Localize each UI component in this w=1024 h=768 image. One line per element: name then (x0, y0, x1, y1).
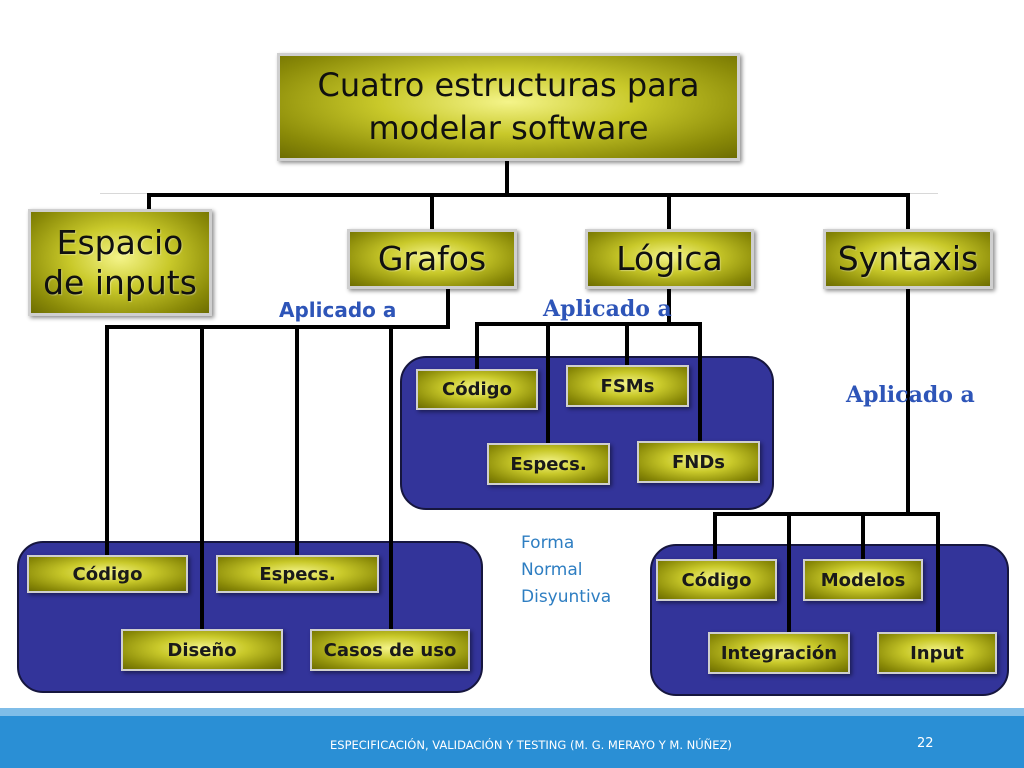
logica-item-fsms: FSMs (566, 365, 689, 407)
logica-item-codigo: Código (416, 369, 538, 410)
fnd-note-line-3: Disyuntiva (521, 587, 612, 607)
category-logica-label: Lógica (616, 239, 723, 279)
category-espacio-label: Espacio de inputs (43, 222, 197, 302)
syntaxis-item-input-label: Input (910, 642, 964, 664)
syntaxis-item-integracion: Integración (708, 632, 850, 674)
logica-item-fnds: FNDs (637, 441, 760, 483)
footer-accent-bar (0, 708, 1024, 716)
category-syntaxis-label: Syntaxis (837, 239, 979, 279)
grafos-item-casos: Casos de uso (310, 629, 470, 671)
grafos-item-diseno: Diseño (121, 629, 283, 671)
footer-text: ESPECIFICACIÓN, VALIDACIÓN Y TESTING (M.… (330, 738, 732, 752)
syntaxis-item-integracion-label: Integración (720, 642, 838, 664)
grafos-item-especs-label: Especs. (259, 563, 336, 585)
logica-applied-label: Aplicado a (543, 296, 672, 322)
category-espacio-box: Espacio de inputs (28, 209, 212, 316)
title-box: Cuatro estructuras para modelar software (277, 53, 740, 161)
page-number: 22 (917, 736, 934, 751)
syntaxis-item-input: Input (877, 632, 997, 674)
fnd-note-line-1: Forma (521, 533, 575, 553)
syntaxis-item-codigo: Código (656, 559, 777, 601)
grafos-item-codigo: Código (27, 555, 188, 593)
grafos-applied-label: Aplicado a (279, 298, 397, 322)
decorative-rule (100, 193, 938, 194)
title-text: Cuatro estructuras para modelar software (317, 65, 700, 147)
logica-item-especs-label: Especs. (510, 453, 587, 475)
logica-item-fsms-label: FSMs (600, 375, 655, 397)
footer-bar (0, 716, 1024, 768)
syntaxis-item-modelos-label: Modelos (820, 569, 906, 591)
fnd-note: Forma Normal Disyuntiva (521, 530, 611, 611)
syntaxis-item-codigo-label: Código (681, 569, 752, 591)
grafos-item-especs: Especs. (216, 555, 379, 593)
category-grafos-label: Grafos (377, 239, 487, 279)
grafos-item-codigo-label: Código (72, 563, 143, 585)
logica-item-fnds-label: FNDs (671, 451, 725, 473)
fnd-note-line-2: Normal (521, 560, 583, 580)
grafos-item-diseno-label: Diseño (167, 639, 237, 661)
category-grafos-box: Grafos (347, 229, 517, 289)
grafos-item-casos-label: Casos de uso (323, 639, 457, 661)
syntaxis-item-modelos: Modelos (803, 559, 923, 601)
logica-item-codigo-label: Código (442, 379, 512, 400)
logica-item-especs: Especs. (487, 443, 610, 485)
category-logica-box: Lógica (585, 229, 754, 289)
category-syntaxis-box: Syntaxis (823, 229, 993, 289)
syntaxis-applied-label: Aplicado a (846, 382, 975, 408)
